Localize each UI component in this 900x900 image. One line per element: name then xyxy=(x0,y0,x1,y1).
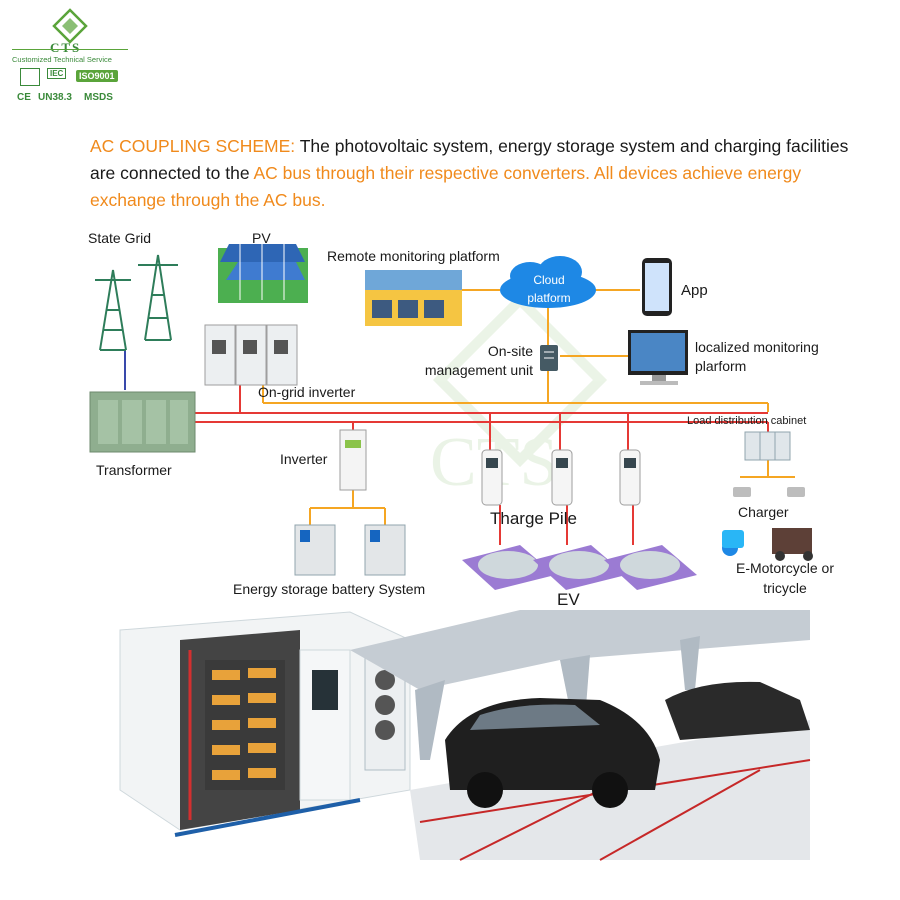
charger-icon xyxy=(733,487,805,497)
watermark-logo: CTS xyxy=(430,292,608,501)
cloud-icon xyxy=(500,256,596,308)
battery-cabinet-icon xyxy=(294,524,406,576)
label-charging-pile: Tharge Pile xyxy=(490,509,577,528)
brand-tagline: Customized Technical Service xyxy=(12,55,112,64)
label-remote-monitoring: Remote monitoring platform xyxy=(327,248,500,264)
load-cabinet-icon xyxy=(744,431,791,461)
on-grid-inverter-icon xyxy=(204,324,298,386)
label-onsite-unit: On-site management unit xyxy=(424,343,533,378)
remote-monitoring-icon xyxy=(365,270,462,326)
car-illustration xyxy=(445,681,810,808)
label-cloud-platform: Cloud platform xyxy=(527,273,571,305)
inverter-icon xyxy=(339,429,367,491)
label-charger: Charger xyxy=(738,504,789,520)
cert-badge-icon xyxy=(20,68,40,86)
transformer-icon xyxy=(89,391,196,453)
un383-mark: UN38.3 xyxy=(38,92,72,103)
headline-highlight: AC bus through their respective converte… xyxy=(90,163,802,210)
data-lines xyxy=(262,289,795,525)
ce-mark: CE xyxy=(17,92,31,103)
solar-panel-icon xyxy=(218,244,308,303)
logo-divider xyxy=(12,49,128,50)
headline: AC COUPLING SCHEME: The photovoltaic sys… xyxy=(90,133,850,214)
ac-bus-lines xyxy=(195,385,769,545)
headline-body: The photovoltaic system, energy storage … xyxy=(90,136,849,183)
charging-pile-icon xyxy=(481,449,641,506)
label-load-cabinet: Load distribution cabinet xyxy=(687,415,807,427)
cts-logo-icon xyxy=(52,8,88,44)
brand-name: CTS xyxy=(50,40,82,55)
ev-icon xyxy=(462,545,697,590)
phone-icon xyxy=(642,258,672,316)
label-localized-monitoring: localized monitoring plarform xyxy=(695,339,819,374)
label-inverter: Inverter xyxy=(280,451,328,467)
label-state-grid: State Grid xyxy=(88,230,152,246)
label-emotorcycle: E-Motorcycle or tricycle xyxy=(735,560,835,596)
label-on-grid-inverter: On-grid inverter xyxy=(258,384,356,400)
headline-title: AC COUPLING SCHEME: xyxy=(90,136,296,156)
iso-badge: ISO9001 xyxy=(76,70,118,82)
msds-mark: MSDS xyxy=(84,92,113,103)
emotorcycle-icon xyxy=(722,528,813,561)
label-transformer: Transformer xyxy=(96,462,172,478)
power-tower-icon xyxy=(95,254,178,351)
iec-badge: IEC xyxy=(47,68,67,79)
monitor-icon xyxy=(628,330,688,385)
server-icon xyxy=(540,345,558,371)
label-ess: Energy storage battery System xyxy=(233,581,426,597)
container-illustration xyxy=(119,611,411,837)
label-pv: PV xyxy=(252,230,271,246)
label-app: App xyxy=(681,282,708,299)
label-ev: EV xyxy=(557,590,580,609)
